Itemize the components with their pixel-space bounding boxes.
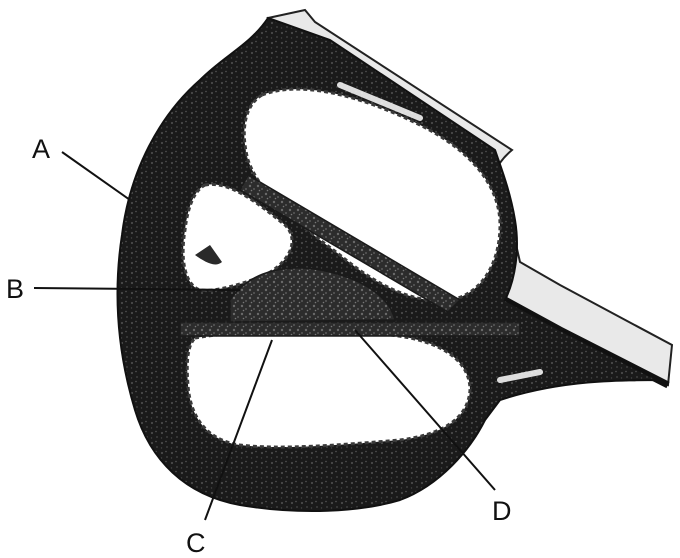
lower-cavity: [187, 332, 470, 448]
label-a: A: [32, 134, 50, 164]
label-d: D: [492, 496, 512, 526]
basilar-membrane: [180, 322, 520, 336]
label-c: C: [186, 528, 206, 558]
label-b: B: [6, 274, 24, 304]
leader-line-a: [62, 152, 130, 200]
